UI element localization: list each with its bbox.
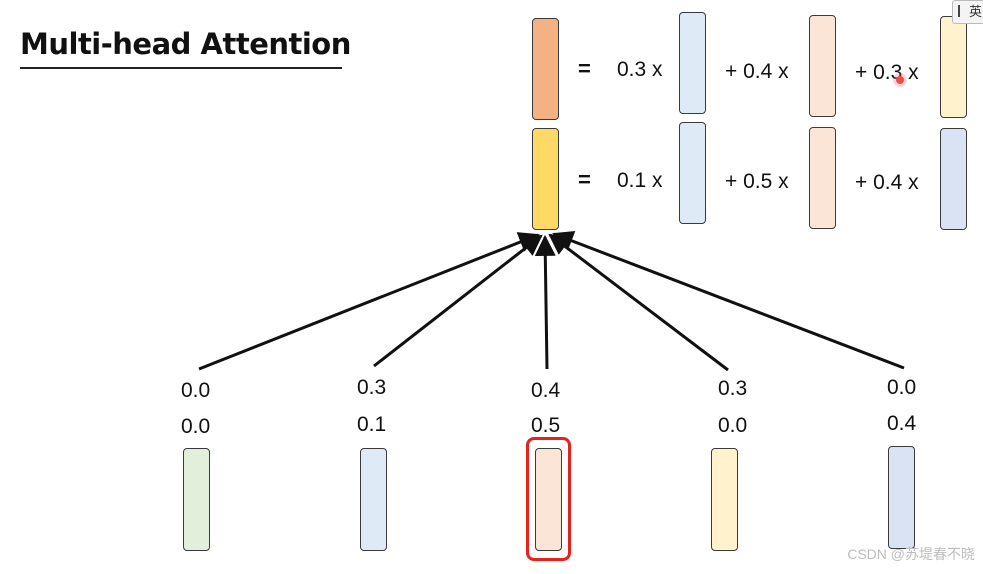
arrow-1 (198, 232, 540, 371)
input-vector-4 (711, 448, 738, 551)
bottom-weight-bottom-2: 0.1 (357, 413, 387, 436)
bottom-weight-bottom-1: 0.0 (181, 415, 211, 438)
arrow-2 (373, 234, 543, 368)
input-vector-5 (888, 446, 915, 549)
value-vector-2-1 (679, 122, 706, 224)
value-vector-1-3 (940, 16, 967, 118)
weight-1-1: 0.3 x (617, 58, 663, 81)
bottom-weight-bottom-3: 0.5 (531, 414, 561, 437)
value-vector-2-3 (940, 128, 967, 230)
highlight-box (526, 437, 571, 561)
equals-sign-2: = (578, 167, 591, 192)
input-vector-1 (183, 448, 210, 551)
arrow-5 (552, 230, 905, 370)
output-vector-1 (532, 18, 559, 120)
watermark: CSDN @苏堤春不晓 (847, 546, 975, 562)
output-vector-2 (532, 128, 559, 230)
bottom-weight-top-4: 0.3 (718, 377, 748, 400)
bottom-weight-top-3: 0.4 (531, 379, 561, 402)
equals-sign-1: = (578, 56, 591, 81)
bottom-weight-top-1: 0.0 (181, 379, 211, 402)
ime-toggle-button[interactable]: 英 (952, 0, 983, 24)
divider-icon (958, 5, 960, 17)
arrow-4 (548, 233, 729, 372)
ime-char: 英 (969, 4, 983, 19)
value-vector-1-1 (679, 12, 706, 114)
value-vector-2-2 (809, 127, 836, 229)
pointer-dot (896, 76, 904, 84)
weight-2-3: + 0.4 x (855, 171, 919, 194)
bottom-weight-bottom-5: 0.4 (887, 412, 917, 435)
title-underline (20, 67, 342, 69)
bottom-weight-top-5: 0.0 (887, 376, 917, 399)
weight-2-1: 0.1 x (617, 169, 663, 192)
weight-1-2: + 0.4 x (725, 60, 789, 83)
bottom-weight-top-2: 0.3 (357, 376, 387, 399)
bottom-weight-bottom-4: 0.0 (718, 414, 748, 437)
input-vector-2 (360, 448, 387, 551)
value-vector-1-2 (809, 15, 836, 117)
slide-title: Multi-head Attention (20, 27, 351, 61)
input-vector-3 (535, 448, 562, 551)
weight-1-3: + 0.3 x (855, 61, 919, 84)
weight-2-2: + 0.5 x (725, 170, 789, 193)
arrow-3 (534, 234, 556, 370)
